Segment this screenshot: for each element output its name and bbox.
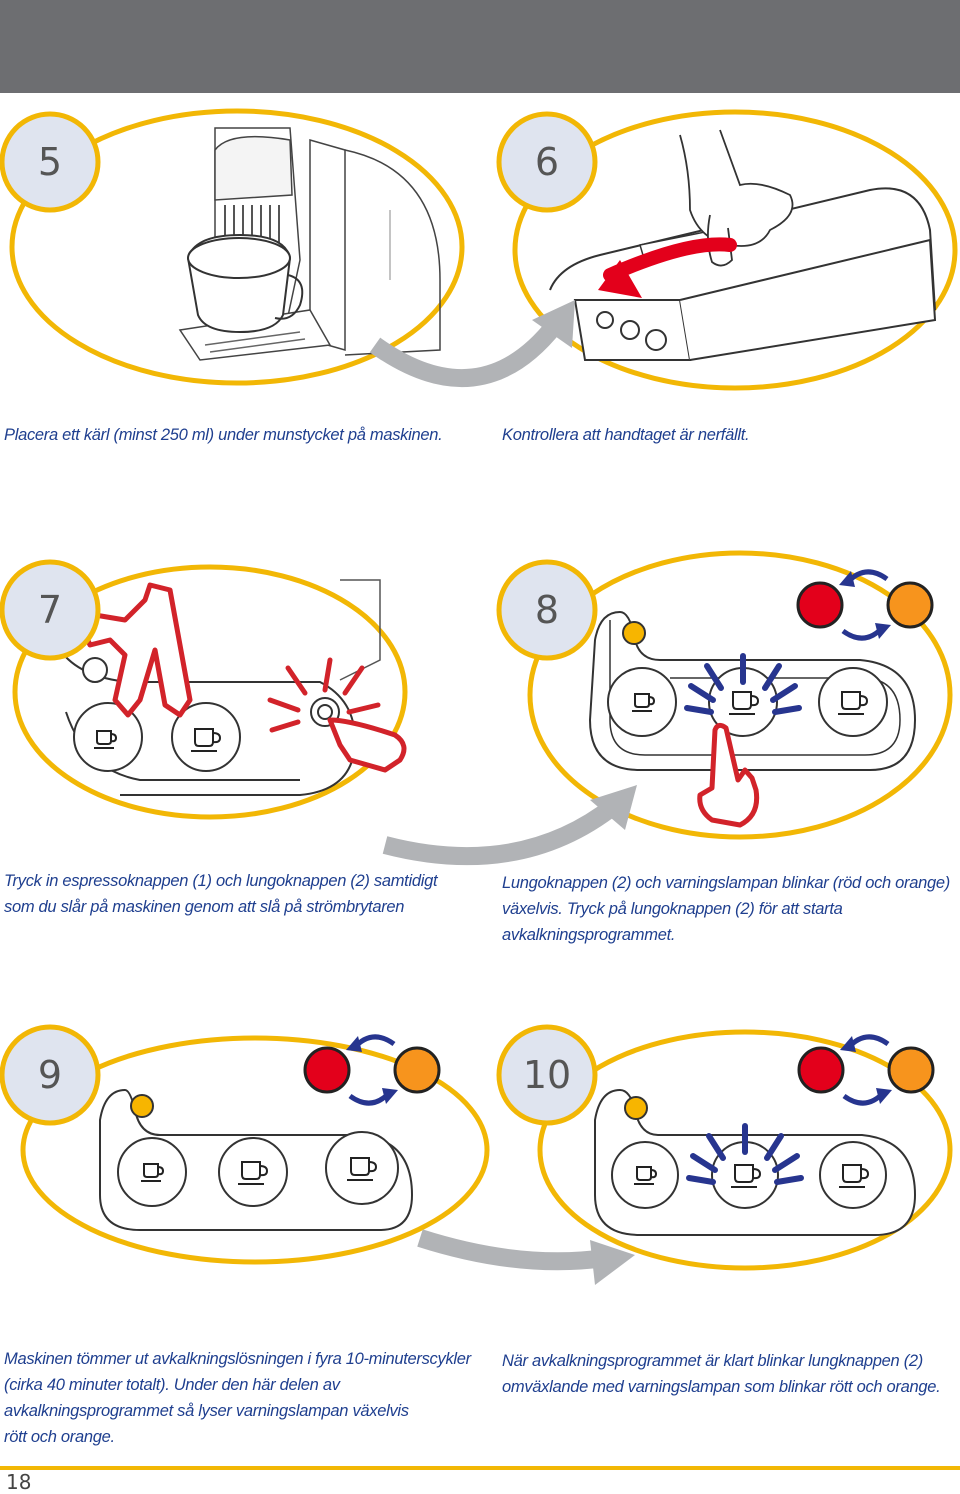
caption-line: växelvis. Tryck på lungoknappen (2) för … (502, 900, 843, 918)
step-number: 7 (37, 588, 63, 632)
step-number: 6 (534, 140, 560, 184)
step-9-caption: Maskinen tömmer ut avkalkningslösningen … (4, 1346, 484, 1450)
arrow-5-to-6 (369, 319, 563, 388)
step-10-caption: När avkalkningsprogrammet är klart blink… (502, 1348, 952, 1400)
step-7-illustration (12, 564, 408, 820)
caption-line: Kontrollera att handtaget är nerfällt. (502, 426, 750, 444)
step-6-caption: Kontrollera att handtaget är nerfällt. (502, 422, 942, 448)
header-bar (0, 0, 960, 93)
caption-line: När avkalkningsprogrammet är klart blink… (502, 1352, 923, 1370)
step-8-illustration (527, 550, 953, 840)
footer-rule (0, 1466, 960, 1470)
caption-line: Tryck in espressoknappen (1) och lungokn… (4, 872, 438, 890)
caption-line: avkalkningsprogrammet så lyser varningsl… (4, 1402, 409, 1420)
step-number: 5 (37, 140, 63, 184)
step-number: 10 (522, 1053, 572, 1097)
arrow-7-to-8 (382, 797, 621, 866)
step-9-illustration (20, 1036, 490, 1265)
caption-line: Maskinen tömmer ut avkalkningslösningen … (4, 1350, 471, 1368)
caption-line: Lungoknappen (2) och varningslampan blin… (502, 874, 950, 892)
caption-line: som du slår på maskinen genom att slå på… (4, 898, 405, 916)
step-6-illustration (512, 109, 958, 391)
caption-line: avkalkningsprogrammet. (502, 926, 676, 944)
step-number: 9 (37, 1053, 63, 1097)
caption-line: (cirka 40 minuter totalt). Under den här… (4, 1376, 340, 1394)
step-badges (0, 111, 598, 1126)
arrow-9-to-10 (417, 1229, 607, 1271)
caption-line: Placera ett kärl (minst 250 ml) under mu… (4, 426, 443, 444)
step-5-illustration (9, 108, 465, 386)
page-number: 18 (6, 1470, 32, 1494)
step-10-illustration (537, 1029, 953, 1271)
step-5-caption: Placera ett kärl (minst 250 ml) under mu… (4, 422, 464, 448)
caption-line: omväxlande med varningslampan som blinka… (502, 1378, 941, 1396)
step-8-caption: Lungoknappen (2) och varningslampan blin… (502, 870, 952, 948)
step-7-caption: Tryck in espressoknappen (1) och lungokn… (4, 868, 484, 920)
caption-line: rött och orange. (4, 1428, 115, 1446)
step-number: 8 (534, 588, 560, 632)
